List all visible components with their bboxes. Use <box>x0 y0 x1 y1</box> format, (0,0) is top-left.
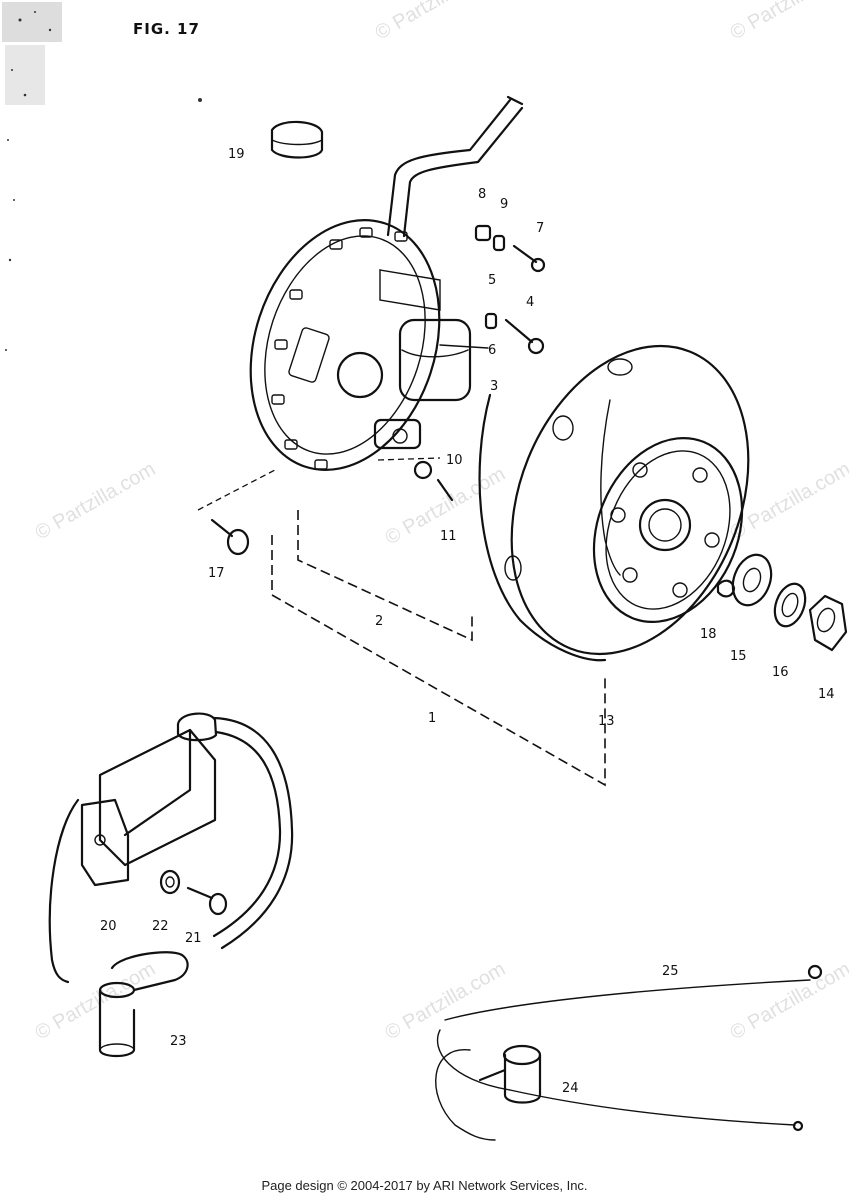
flywheel-rotor-part-13 <box>478 344 750 662</box>
callout-25: 25 <box>662 964 679 979</box>
watermark: © Partzilla.com <box>727 958 849 1044</box>
assembly-brackets <box>197 457 606 787</box>
neutral-switch-part-24 <box>435 964 823 1141</box>
callout-2: 2 <box>375 614 383 629</box>
callout-24: 24 <box>562 1081 579 1096</box>
callout-23: 23 <box>170 1034 187 1049</box>
callout-20: 20 <box>100 919 117 934</box>
callout-15: 15 <box>730 649 747 664</box>
callout-16: 16 <box>772 665 789 680</box>
callout-1: 1 <box>428 711 436 726</box>
coil-mount-hardware <box>159 869 228 916</box>
screw-part-17 <box>210 518 250 556</box>
callout-11: 11 <box>440 529 457 544</box>
callout-17: 17 <box>208 566 225 581</box>
callout-22: 22 <box>152 919 169 934</box>
callout-14: 14 <box>818 687 835 702</box>
spark-plug-cap-part-23 <box>98 951 189 1058</box>
callout-19: 19 <box>228 147 245 162</box>
scan-speckle <box>2 2 202 351</box>
callout-21: 21 <box>185 931 202 946</box>
callout-10: 10 <box>446 453 463 468</box>
hardware-screws <box>413 224 546 502</box>
callout-13: 13 <box>598 714 615 729</box>
ignition-coil-part-20 <box>48 712 294 984</box>
callout-5: 5 <box>488 273 496 288</box>
watermark: © Partzilla.com <box>32 458 160 544</box>
callout-9: 9 <box>500 197 508 212</box>
nut-and-washers <box>716 553 848 652</box>
callout-labels: 1 2 3 4 5 6 7 8 9 10 11 13 14 15 16 17 1… <box>100 147 835 1096</box>
callout-6: 6 <box>488 343 496 358</box>
watermark: © Partzilla.com <box>727 0 849 44</box>
watermark: © Partzilla.com <box>32 958 160 1044</box>
figure-label: FIG. 17 <box>133 20 200 38</box>
page-footer: Page design © 2004-2017 by ARI Network S… <box>261 1178 588 1193</box>
callout-4: 4 <box>526 295 534 310</box>
stator-plate-part-2 <box>249 219 472 471</box>
callout-3: 3 <box>490 379 498 394</box>
wire-harness-tube <box>386 95 524 238</box>
watermark: © Partzilla.com <box>382 958 510 1044</box>
callout-18: 18 <box>700 627 717 642</box>
callout-7: 7 <box>536 221 544 236</box>
grommet-part-19 <box>270 120 324 159</box>
watermarks: © Partzilla.com © Partzilla.com © Partzi… <box>32 0 849 1044</box>
callout-8: 8 <box>478 187 486 202</box>
watermark: © Partzilla.com <box>372 0 500 44</box>
